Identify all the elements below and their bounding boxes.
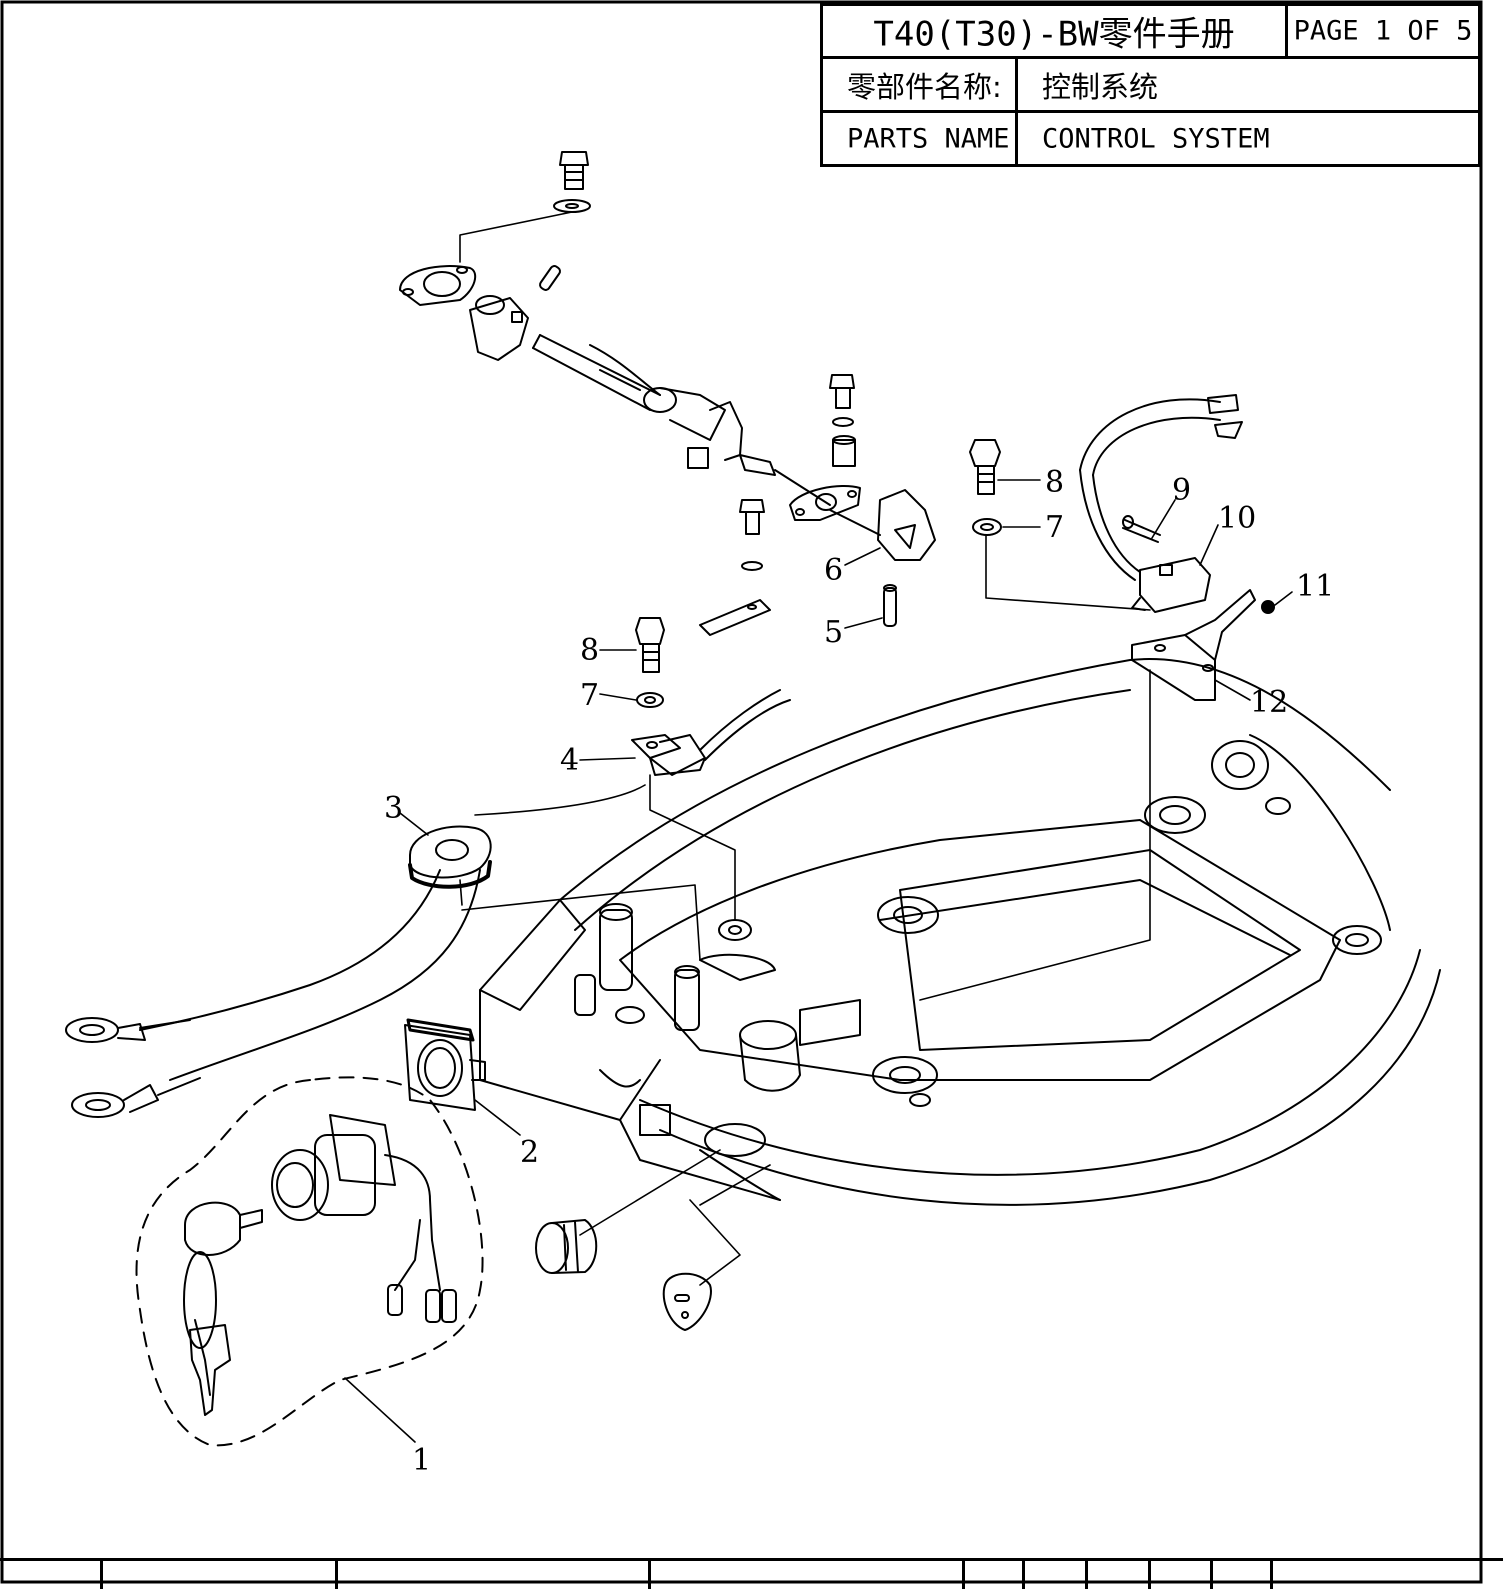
grommet-plug — [535, 1219, 598, 1274]
title-block-en-value: CONTROL SYSTEM — [1015, 110, 1481, 167]
callout-5: 5 — [824, 615, 843, 650]
table-column-divider — [1085, 1561, 1088, 1589]
part-1-ignition-switch — [135, 1076, 484, 1447]
assembly-lines — [459, 211, 1151, 1286]
table-column-divider — [335, 1561, 338, 1589]
part-5-pin — [883, 584, 897, 627]
callout-7-left: 7 — [580, 678, 599, 713]
table-column-divider — [1210, 1561, 1213, 1589]
page-indicator: PAGE 1 OF 5 — [1293, 15, 1473, 47]
part-6-cam — [877, 489, 936, 561]
callout-8-right: 8 — [1045, 465, 1064, 500]
part-12-bracket — [1131, 589, 1256, 701]
en-parts-name-value: CONTROL SYSTEM — [1042, 123, 1270, 154]
table-column-divider — [1270, 1561, 1273, 1589]
callout-leaders — [344, 479, 1293, 1443]
battery-cables — [65, 869, 481, 1118]
callout-12: 12 — [1250, 685, 1288, 720]
part-11-nut — [1261, 600, 1275, 614]
part-3-grommet — [408, 825, 492, 889]
throttle-shaft-assembly — [399, 151, 881, 536]
part-8-bolt-right — [969, 439, 1001, 495]
bolt-and-plate-middle — [699, 499, 771, 636]
part-8-bolt-left — [635, 617, 665, 673]
title-block-page: PAGE 1 OF 5 — [1285, 3, 1481, 59]
callout-4: 4 — [560, 743, 579, 778]
table-column-divider — [648, 1561, 651, 1589]
table-column-divider — [962, 1561, 965, 1589]
callout-9: 9 — [1172, 473, 1191, 508]
callout-3: 3 — [384, 791, 403, 826]
part-4-cable-clamp — [631, 689, 791, 776]
callout-2: 2 — [520, 1135, 539, 1170]
callout-7-right: 7 — [1045, 510, 1064, 545]
title-block-cn-label: 零部件名称: — [820, 56, 1018, 113]
callout-10: 10 — [1218, 501, 1256, 536]
cn-parts-name-label: 零部件名称: — [847, 69, 1002, 104]
callout-6: 6 — [824, 553, 843, 588]
drain-cap — [662, 1272, 712, 1331]
part-2-bezel — [404, 1018, 486, 1111]
table-column-divider — [1148, 1561, 1151, 1589]
part-9-screw — [1122, 515, 1161, 543]
manual-title: T40(T30)-BW零件手册 — [873, 14, 1235, 55]
bolt-and-spacer-upper — [829, 374, 856, 467]
callout-1: 1 — [412, 1443, 431, 1478]
table-column-divider — [100, 1561, 103, 1589]
title-block-en-label: PARTS NAME: — [820, 110, 1026, 167]
callout-11: 11 — [1296, 569, 1334, 604]
title-block-title: T40(T30)-BW零件手册 — [820, 3, 1288, 59]
table-column-divider — [1022, 1561, 1025, 1589]
callout-8-left: 8 — [580, 633, 599, 668]
part-7-washer-left — [636, 692, 664, 708]
cn-parts-name-value: 控制系统 — [1042, 69, 1159, 104]
lower-cover-housing — [479, 658, 1441, 1206]
part-7-washer-right — [972, 518, 1002, 536]
title-block-cn-value: 控制系统 — [1015, 56, 1481, 113]
parts-table-header-strip — [0, 1558, 1503, 1589]
en-parts-name-label: PARTS NAME: — [847, 123, 1026, 154]
